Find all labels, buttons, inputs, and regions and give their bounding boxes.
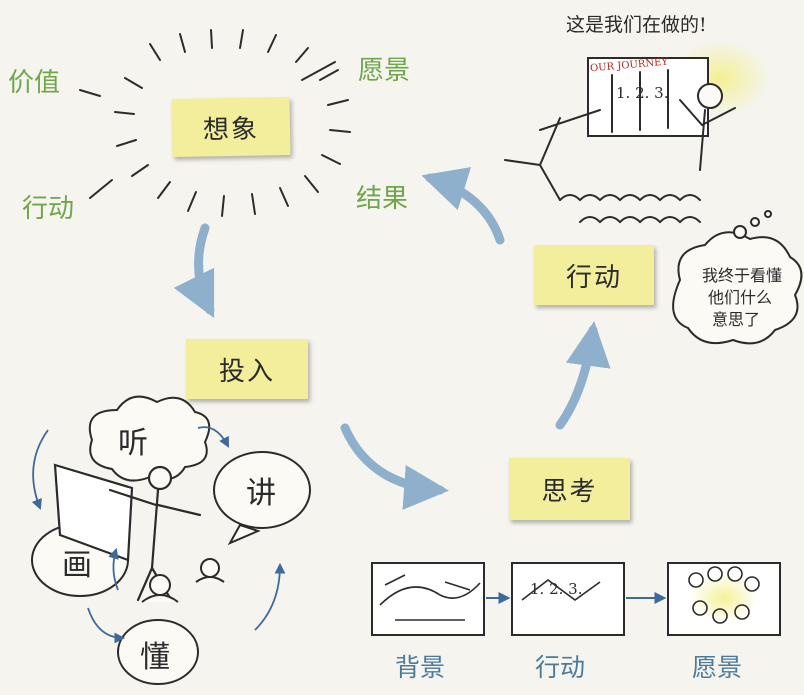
label-listen: 听 [118, 426, 148, 461]
sticky-note-invest: 投入 [186, 339, 308, 399]
caption-vision: 愿景 [692, 653, 743, 682]
label-draw: 画 [62, 548, 92, 583]
arrow-think-to-act [555, 321, 611, 430]
label-understand: 懂 [140, 640, 170, 675]
speak-bubble [213, 451, 311, 529]
audience-heads [141, 558, 225, 603]
thought-line-3: 意思了 [712, 310, 761, 329]
audience-row-2 [579, 216, 701, 224]
invest-cycle-bubbles [31, 395, 311, 685]
thought-line-2: 他们什么 [708, 288, 773, 307]
bottom-strip [371, 562, 781, 636]
label-vision: 愿景 [358, 56, 411, 86]
label-speak: 讲 [246, 476, 276, 511]
arrow-act-to-imagine [421, 167, 505, 245]
understand-bubble [117, 619, 199, 685]
strip-action-steps: 1. 2. 3. [530, 580, 583, 598]
journey-scene [504, 40, 770, 224]
sticky-note-act: 行动 [534, 245, 654, 305]
background-panel [371, 562, 485, 636]
presenter-figure [504, 109, 601, 201]
invest-cycle-arrows [31, 426, 286, 644]
sunburst-rays [79, 29, 351, 217]
label-values: 价值 [8, 68, 61, 98]
thought-line-1: 我终于看懂 [702, 266, 783, 285]
sticky-note-imagine: 想象 [171, 96, 291, 158]
thought-cloud [672, 210, 803, 345]
label-action: 行动 [22, 194, 75, 224]
caption-background: 背景 [395, 653, 446, 682]
journey-board-steps: 1. 2. 3. [616, 84, 669, 102]
arrow-invest-to-think [340, 423, 449, 510]
listen-cloud [88, 395, 211, 482]
action-panel [511, 562, 625, 636]
caption-action: 行动 [535, 653, 586, 682]
journey-caption: 这是我们在做的! [566, 14, 707, 36]
audience-row-1 [559, 194, 701, 202]
arrow-imagine-to-invest [173, 223, 215, 319]
sticky-note-think: 思考 [509, 458, 630, 520]
label-results: 结果 [356, 184, 409, 214]
